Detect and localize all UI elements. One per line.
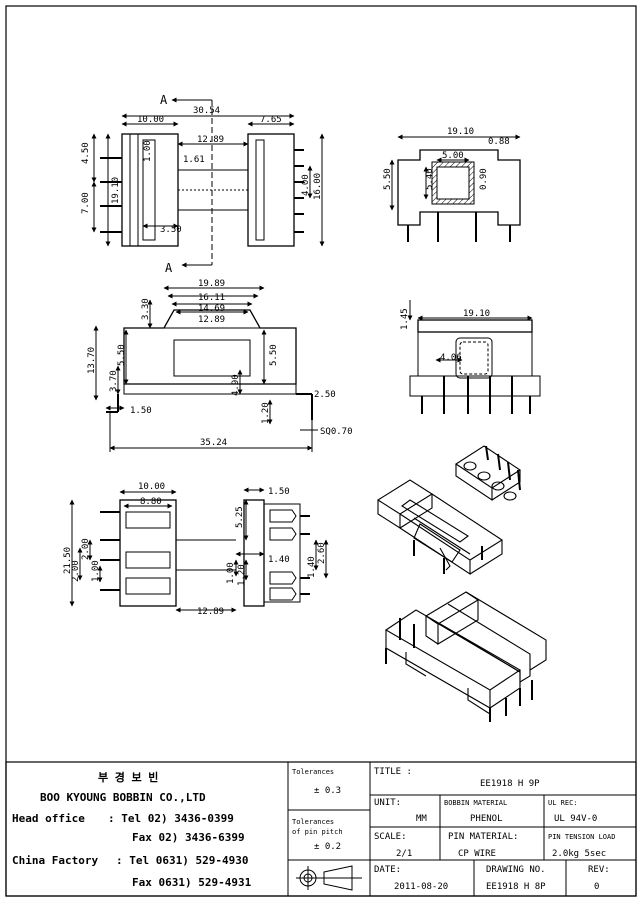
dim-front-13-70: 13.70 bbox=[87, 347, 97, 374]
dim-front-35-24: 35.24 bbox=[200, 438, 227, 448]
dim-1-00: 1.00 bbox=[143, 140, 153, 162]
dim-front-3-30: 3.30 bbox=[141, 298, 151, 320]
title-label: TITLE : bbox=[374, 767, 412, 777]
dim-side-1-45: 1.45 bbox=[400, 308, 410, 330]
dim-front-5-50-right: 5.50 bbox=[269, 344, 279, 366]
dim-16-00: 16.00 bbox=[313, 173, 323, 200]
dim-end-5-50: 5.50 bbox=[383, 168, 393, 190]
china-factory-tel: : Tel 0631) 529-4930 bbox=[116, 854, 248, 867]
dim-end-0-90: 0.90 bbox=[479, 168, 489, 190]
dim-3-50: 3.50 bbox=[160, 225, 182, 235]
unit-value: MM bbox=[416, 814, 427, 824]
dim-7-00: 7.00 bbox=[81, 192, 91, 214]
dim-4-00: 4.00 bbox=[301, 174, 311, 196]
isometric-view-top bbox=[376, 445, 522, 576]
dim-front-12-89: 12.89 bbox=[198, 315, 225, 325]
company-name: BOO KYOUNG BOBBIN CO.,LTD bbox=[40, 791, 206, 804]
dim-front-1-50: 1.50 bbox=[130, 406, 152, 416]
dim-pin-1-40-b: 1.40 bbox=[307, 556, 317, 578]
dim-bottom-2-00-a: 2.00 bbox=[81, 538, 91, 560]
section-label-bottom: A bbox=[165, 261, 173, 275]
pin-material-label: PIN MATERIAL: bbox=[448, 832, 518, 842]
date-value: 2011-08-20 bbox=[394, 882, 448, 892]
pin-tension-value: 2.0kg 5sec bbox=[552, 849, 606, 859]
drawing-no-value: EE1918 H 8P bbox=[486, 882, 546, 892]
dim-pin-1-00: 1.00 bbox=[226, 562, 236, 584]
company-korean: 부 경 보 빈 bbox=[98, 770, 158, 784]
dim-front-sq: SQ0.70 bbox=[320, 427, 353, 437]
bobbin-material-label: BOBBIN MATERIAL bbox=[444, 799, 507, 807]
ul-rec-label: UL REC: bbox=[548, 799, 578, 807]
pin-side-view bbox=[233, 487, 329, 607]
scale-label: SCALE: bbox=[374, 832, 407, 842]
pin-tension-label: PIN TENSION LOAD bbox=[548, 833, 615, 841]
dim-7-65: 7.65 bbox=[260, 115, 282, 125]
dim-front-16-11: 16.11 bbox=[198, 293, 225, 303]
dim-bottom-2-00-b: 2.00 bbox=[71, 560, 81, 582]
dim-bottom-10-00: 10.00 bbox=[138, 482, 165, 492]
head-office-label: Head office bbox=[12, 812, 85, 825]
dim-front-5-50-left: 5.50 bbox=[117, 344, 127, 366]
bottom-view bbox=[69, 489, 237, 613]
dim-bottom-1-00: 1.00 bbox=[91, 560, 101, 582]
dim-end-19-10: 19.10 bbox=[447, 127, 474, 137]
unit-label: UNIT: bbox=[374, 798, 401, 808]
rev-label: REV: bbox=[588, 865, 610, 875]
title-value: EE1918 H 9P bbox=[480, 779, 540, 789]
dim-1-61: 1.61 bbox=[183, 155, 205, 165]
bobbin-material-value: PHENOL bbox=[470, 814, 503, 824]
dim-front-2-50: 2.50 bbox=[314, 390, 336, 400]
dim-pin-2-60: 2.60 bbox=[317, 542, 327, 564]
section-label-top: A bbox=[160, 93, 168, 107]
dim-bottom-12-89: 12.89 bbox=[197, 607, 224, 617]
side-view bbox=[407, 300, 541, 414]
dim-front-19-89: 19.89 bbox=[198, 279, 225, 289]
drawing-no-label: DRAWING NO. bbox=[486, 865, 546, 875]
end-view bbox=[389, 134, 521, 242]
dim-side-4-06: 4.06 bbox=[440, 353, 462, 363]
title-block-lines bbox=[5, 761, 637, 897]
front-view bbox=[93, 285, 318, 452]
dim-12-89: 12.89 bbox=[197, 135, 224, 145]
date-label: DATE: bbox=[374, 865, 401, 875]
dim-bottom-21-50: 21.50 bbox=[63, 547, 73, 574]
dim-10-00: 10.00 bbox=[137, 115, 164, 125]
dim-pin-1-50: 1.50 bbox=[268, 487, 290, 497]
dim-front-4-90: 4.90 bbox=[231, 374, 241, 396]
dim-pin-1-40-a: 1.40 bbox=[268, 555, 290, 565]
top-view bbox=[91, 97, 325, 268]
dim-end-0-88: 0.88 bbox=[488, 137, 510, 147]
tolerances-label: Tolerances bbox=[292, 768, 334, 776]
rev-value: 0 bbox=[594, 882, 599, 892]
isometric-view-bottom bbox=[384, 591, 547, 722]
dim-19-10: 19.10 bbox=[111, 177, 121, 204]
dim-30-54: 30.54 bbox=[193, 106, 220, 116]
dim-end-5-40: 5.40 bbox=[425, 168, 435, 190]
china-factory-label: China Factory bbox=[12, 854, 98, 867]
dim-pin-1-20: 1.20 bbox=[237, 564, 247, 586]
dim-front-3-70: 3.70 bbox=[109, 370, 119, 392]
scale-value: 2/1 bbox=[396, 849, 412, 859]
projection-symbol-icon bbox=[296, 865, 362, 891]
dim-bottom-8-80: 8.80 bbox=[140, 497, 162, 507]
dim-pin-5-25: 5.25 bbox=[235, 506, 245, 528]
pin-tolerance-label-2: of pin pitch bbox=[292, 828, 343, 836]
ul-rec-value: UL 94V-0 bbox=[554, 814, 597, 824]
dim-side-19-10: 19.10 bbox=[463, 309, 490, 319]
tolerances-value: ± 0.3 bbox=[314, 786, 341, 796]
pin-tolerance-value: ± 0.2 bbox=[314, 842, 341, 852]
pin-tolerance-label-1: Tolerances bbox=[292, 818, 334, 826]
china-factory-fax: Fax 0631) 529-4931 bbox=[132, 876, 252, 889]
head-office-tel: : Tel 02) 3436-0399 bbox=[108, 812, 234, 825]
head-office-fax: Fax 02) 3436-6399 bbox=[132, 831, 245, 844]
pin-material-value: CP WIRE bbox=[458, 849, 496, 859]
dim-front-1-20: 1.20 bbox=[261, 402, 271, 424]
dim-front-14-69: 14.69 bbox=[198, 304, 225, 314]
dim-4-50: 4.50 bbox=[81, 142, 91, 164]
dim-end-5-00: 5.00 bbox=[442, 151, 464, 161]
